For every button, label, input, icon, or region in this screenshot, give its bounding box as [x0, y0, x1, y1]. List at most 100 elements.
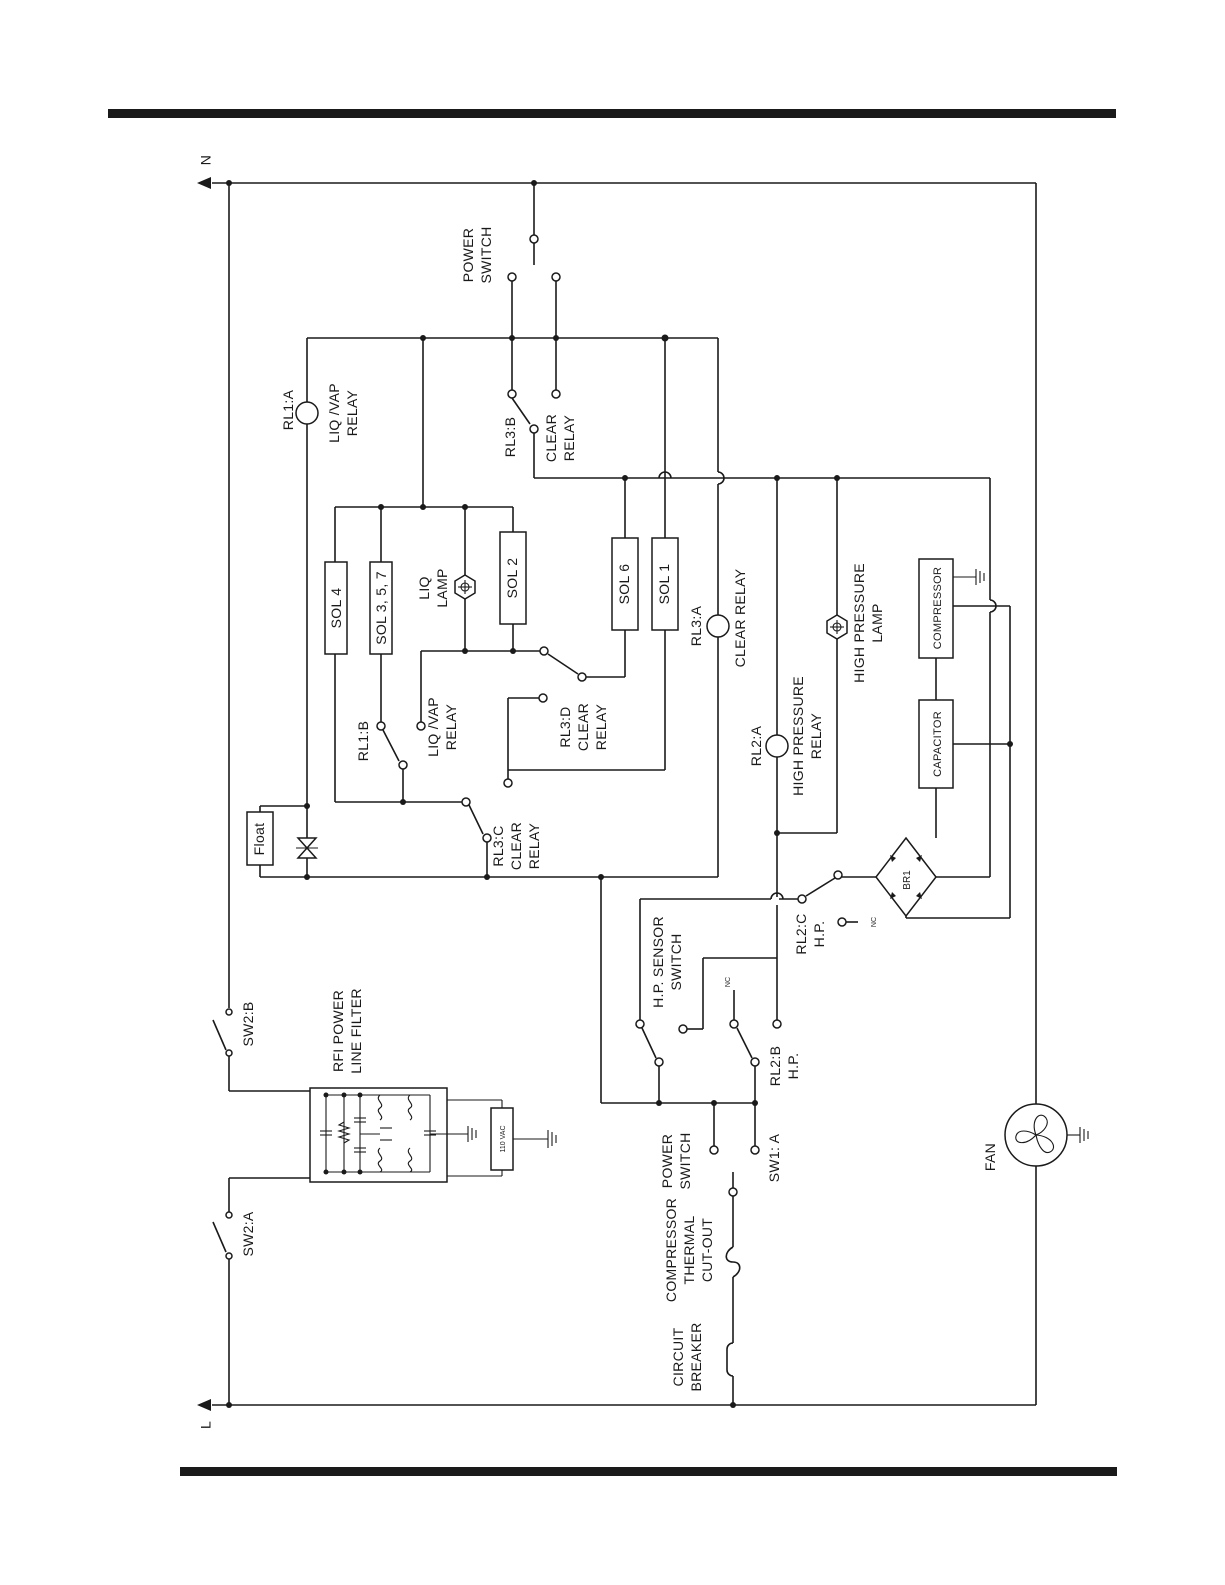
svg-text:SWITCH: SWITCH: [478, 226, 494, 283]
sw2a-label: SW2:A: [240, 1211, 256, 1256]
svg-text:H.P.: H.P.: [811, 921, 827, 948]
svg-text:CIRCUIT: CIRCUIT: [670, 1327, 686, 1386]
svg-text:RL3:C: RL3:C: [490, 825, 506, 866]
svg-text:LAMP: LAMP: [434, 568, 450, 607]
float-switch: Float: [246, 803, 310, 877]
svg-text:CUT-OUT: CUT-OUT: [699, 1218, 715, 1282]
rl3a-label: RL3:A: [688, 605, 704, 646]
svg-text:RL1:A: RL1:A: [280, 389, 296, 430]
fan-label: FAN: [982, 1143, 998, 1171]
svg-text:SOL 3, 5, 7: SOL 3, 5, 7: [373, 571, 389, 645]
rl2b-label: RL2:B H.P.: [767, 1046, 801, 1086]
svg-text:RL2:C: RL2:C: [793, 913, 809, 954]
rfi-filter-label: RFI POWER LINE FILTER: [330, 988, 364, 1074]
br1-label: BR1: [902, 870, 913, 890]
svg-text:THERMAL: THERMAL: [681, 1216, 697, 1285]
rl1b-label: RL1:B: [355, 721, 371, 761]
float-label: Float: [251, 823, 267, 856]
rl2a-label: RL2:A: [748, 725, 764, 766]
svg-text:RL3:A: RL3:A: [688, 605, 704, 646]
svg-text:SOL 6: SOL 6: [616, 564, 632, 605]
svg-text:H.P.: H.P.: [785, 1053, 801, 1080]
hp-sensor-label: H.P. SENSOR SWITCH: [650, 916, 684, 1008]
sol-6: SOL 6: [611, 478, 639, 677]
sw2b-terminal: [225, 1008, 233, 1016]
svg-text:RELAY: RELAY: [443, 703, 459, 750]
svg-text:RFI POWER: RFI POWER: [330, 990, 346, 1072]
svg-text:COMPRESSOR: COMPRESSOR: [663, 1198, 679, 1302]
svg-text:HIGH PRESSURE: HIGH PRESSURE: [790, 676, 806, 796]
sol-4: SOL 4: [324, 507, 348, 802]
breaker-label: CIRCUIT BREAKER: [670, 1322, 704, 1391]
neutral-rail: N: [197, 155, 1036, 189]
power-switch-bottom-label: POWER SWITCH: [659, 1132, 693, 1189]
svg-text:RELAY: RELAY: [808, 712, 824, 759]
svg-text:LINE FILTER: LINE FILTER: [348, 988, 364, 1074]
power-switch-top: POWER SWITCH: [460, 183, 561, 390]
svg-text:BREAKER: BREAKER: [688, 1322, 704, 1391]
fan: FAN: [982, 1103, 1089, 1171]
svg-text:RL3:D: RL3:D: [557, 706, 573, 747]
hp-sensor-switch: H.P. SENSOR SWITCH: [635, 899, 777, 1103]
sol-2: SOL 2: [499, 507, 527, 654]
svg-text:CLEAR RELAY: CLEAR RELAY: [732, 568, 748, 667]
high-pressure-lamp: HIGH PRESSURE LAMP: [826, 478, 885, 833]
svg-text:LIQ /VAP: LIQ /VAP: [425, 697, 441, 757]
rl2b-hp-switch: NC RL2:B H.P.: [725, 905, 801, 1103]
svg-text:RELAY: RELAY: [526, 822, 542, 869]
compressor-label: COMPRESSOR: [932, 567, 944, 649]
svg-text:RL3:B: RL3:B: [502, 417, 518, 457]
br1-bridge-rectifier: BR1: [875, 836, 1010, 919]
rl3d-label: RL3:D CLEAR RELAY: [557, 703, 609, 751]
rfi-power-line-filter: 110 VAC RFI POWER LINE FILTER: [309, 988, 557, 1183]
rl2a-high-pressure-relay-coil: RL2:A HIGH PRESSURE RELAY: [748, 478, 837, 897]
svg-text:SOL 4: SOL 4: [328, 588, 344, 629]
svg-text:SWITCH: SWITCH: [677, 1132, 693, 1189]
svg-text:CLEAR: CLEAR: [575, 703, 591, 751]
hp-lamp-label: HIGH PRESSURE LAMP: [851, 563, 885, 683]
svg-text:LIQ /VAP: LIQ /VAP: [326, 383, 342, 443]
thermal-label: COMPRESSOR THERMAL CUT-OUT: [663, 1198, 715, 1302]
rl3d-clear-relay-switch: RL3:D CLEAR RELAY: [503, 693, 609, 788]
rl1a-liqvap-relay-coil: RL1:A LIQ /VAP RELAY: [280, 338, 360, 877]
svg-text:POWER: POWER: [460, 228, 476, 282]
power-switch-bottom-sw1a: POWER SWITCH SW1: A: [659, 1103, 782, 1247]
rl2c-hp-switch: NC RL2:C H.P.: [779, 870, 878, 955]
svg-text:HIGH PRESSURE: HIGH PRESSURE: [851, 563, 867, 683]
svg-text:LAMP: LAMP: [869, 603, 885, 642]
svg-text:CLEAR: CLEAR: [508, 822, 524, 870]
sol-1: SOL 1: [507, 338, 679, 779]
svg-text:SWITCH: SWITCH: [668, 933, 684, 990]
svg-text:RL2:A: RL2:A: [748, 725, 764, 766]
svg-text:LIQ: LIQ: [416, 576, 432, 599]
rl3a-clear-relay-coil: RL3:A CLEAR RELAY: [688, 338, 748, 877]
svg-text:RELAY: RELAY: [561, 414, 577, 461]
svg-text:RELAY: RELAY: [344, 389, 360, 436]
sw1a-label: SW1: A: [766, 1133, 782, 1182]
svg-text:SOL 2: SOL 2: [504, 558, 520, 599]
top-border-bar: [108, 109, 1116, 118]
liqvap-valve: [296, 837, 318, 859]
capacitor: CAPACITOR: [918, 699, 1013, 838]
compressor: COMPRESSOR: [918, 478, 1011, 918]
line-label: L: [198, 1421, 214, 1429]
neutral-label: N: [198, 155, 214, 165]
compressor-thermal-cutout: COMPRESSOR THERMAL CUT-OUT: [663, 1198, 741, 1343]
capacitor-label: CAPACITOR: [932, 711, 944, 777]
sw2-branch: SW2:B SW2:A: [212, 183, 310, 1405]
liqvap-relay-nc-terminal: [416, 721, 426, 731]
svg-text:SW2:B: SW2:B: [240, 1001, 256, 1046]
svg-text:CLEAR: CLEAR: [543, 414, 559, 462]
rl2c-label: RL2:C H.P.: [793, 913, 827, 954]
power-switch-top-label: POWER SWITCH: [460, 226, 494, 283]
line-rail: L: [197, 1399, 1036, 1429]
sw2a-terminal: [225, 1252, 233, 1260]
svg-text:SW2:A: SW2:A: [240, 1211, 256, 1256]
rl3b-label: RL3:B: [502, 417, 518, 457]
svg-text:H.P. SENSOR: H.P. SENSOR: [650, 916, 666, 1008]
svg-text:RL2:B: RL2:B: [767, 1046, 783, 1086]
rl1b-switch: RL1:B: [355, 721, 408, 802]
rl3b-clear-relay-switch: RL3:B CLEAR RELAY: [502, 389, 990, 481]
svg-text:NC: NC: [725, 977, 732, 987]
sw2b-label: SW2:B: [240, 1001, 256, 1046]
